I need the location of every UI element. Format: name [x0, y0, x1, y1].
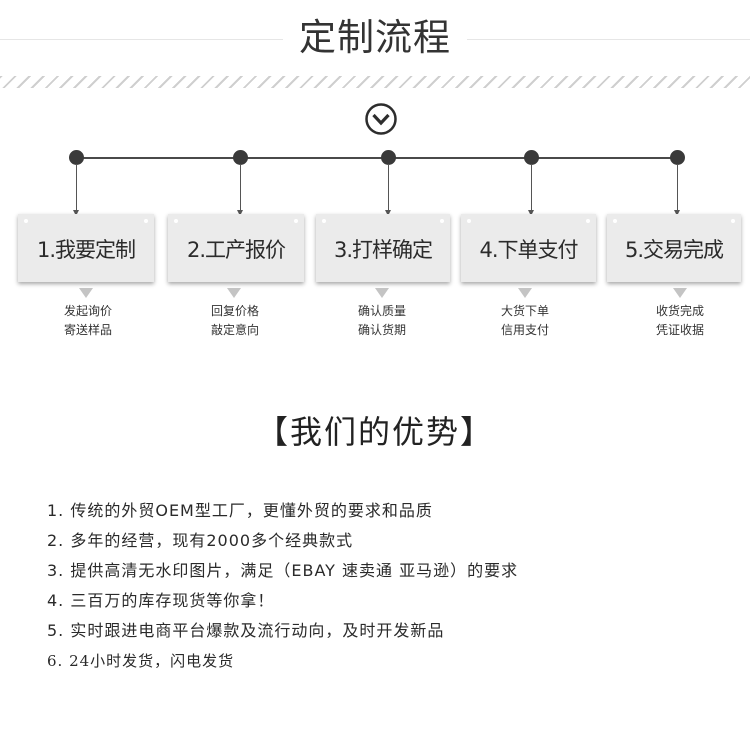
timeline-arrow [385, 164, 391, 216]
hatch-divider [0, 76, 750, 88]
page-title-text: 定制流程 [283, 16, 467, 59]
advantage-item: 6. 24小时发货，闪电发货 [47, 652, 235, 670]
timeline-line [76, 157, 677, 159]
timeline-arrow [528, 164, 534, 216]
step-note-line: 发起询价 [63, 304, 112, 318]
step-card-3: 3.打样确定 [316, 214, 450, 282]
step-note-line: 确认质量 [357, 304, 406, 318]
card-pin [144, 219, 148, 223]
step-note-line: 大货下单 [500, 304, 549, 318]
step-pointer [375, 288, 389, 298]
step-note-line: 凭证收据 [655, 323, 704, 337]
step-note-line: 寄送样品 [63, 323, 112, 337]
step-note-4: 大货下单 信用支付 [465, 302, 585, 340]
card-pin [24, 219, 28, 223]
timeline-arrow [237, 164, 243, 216]
step-pointer [79, 288, 93, 298]
step-note-line: 信用支付 [500, 323, 549, 337]
step-note-line: 敲定意向 [210, 323, 259, 337]
advantage-item: 5. 实时跟进电商平台爆款及流行动向，及时开发新品 [47, 621, 445, 640]
card-pin [613, 219, 617, 223]
step-label: 1.我要定制 [36, 238, 136, 262]
step-note-2: 回复价格 敲定意向 [175, 302, 295, 340]
step-note-1: 发起询价 寄送样品 [28, 302, 148, 340]
step-pointer [227, 288, 241, 298]
step-pointer [518, 288, 532, 298]
advantage-item: 2. 多年的经营，现有2000多个经典款式 [47, 531, 354, 550]
timeline-arrow [674, 164, 680, 216]
title-line-left [0, 39, 285, 40]
advantages-list: 1. 传统的外贸OEM型工厂，更懂外贸的要求和品质 2. 多年的经营，现有200… [47, 496, 518, 676]
step-card-2: 2.工产报价 [168, 214, 304, 282]
step-label: 5.交易完成 [624, 238, 724, 262]
advantages-title: 【我们的优势】 [255, 413, 494, 451]
step-pointer [673, 288, 687, 298]
timeline-arrow [73, 164, 79, 216]
step-note-line: 收货完成 [655, 304, 704, 318]
title-line-right [465, 39, 750, 40]
step-card-1: 1.我要定制 [18, 214, 154, 282]
advantage-item: 4. 三百万的库存现货等你拿！ [47, 591, 275, 610]
chevron-down-circle-icon [365, 103, 397, 135]
card-pin [731, 219, 735, 223]
card-pin [467, 219, 471, 223]
page-title: 定制流程 [0, 12, 750, 64]
advantage-item: 3. 提供高清无水印图片，满足（EBAY 速卖通 亚马逊）的要求 [47, 561, 519, 580]
timeline-dot [524, 150, 539, 165]
card-pin [586, 219, 590, 223]
step-note-3: 确认质量 确认货期 [322, 302, 442, 340]
card-pin [294, 219, 298, 223]
card-pin [322, 219, 326, 223]
step-label: 4.下单支付 [479, 238, 578, 262]
card-pin [440, 219, 444, 223]
step-note-5: 收货完成 凭证收据 [620, 302, 740, 340]
step-card-4: 4.下单支付 [461, 214, 596, 282]
card-pin [174, 219, 178, 223]
step-note-line: 回复价格 [210, 304, 259, 318]
timeline-dot [670, 150, 685, 165]
step-note-line: 确认货期 [357, 323, 406, 337]
timeline-dot [381, 150, 396, 165]
timeline-dot [233, 150, 248, 165]
step-label: 3.打样确定 [333, 238, 433, 262]
timeline-dot [69, 150, 84, 165]
advantage-item: 1. 传统的外贸OEM型工厂，更懂外贸的要求和品质 [47, 501, 433, 520]
step-card-5: 5.交易完成 [607, 214, 741, 282]
step-label: 2.工产报价 [186, 238, 286, 262]
